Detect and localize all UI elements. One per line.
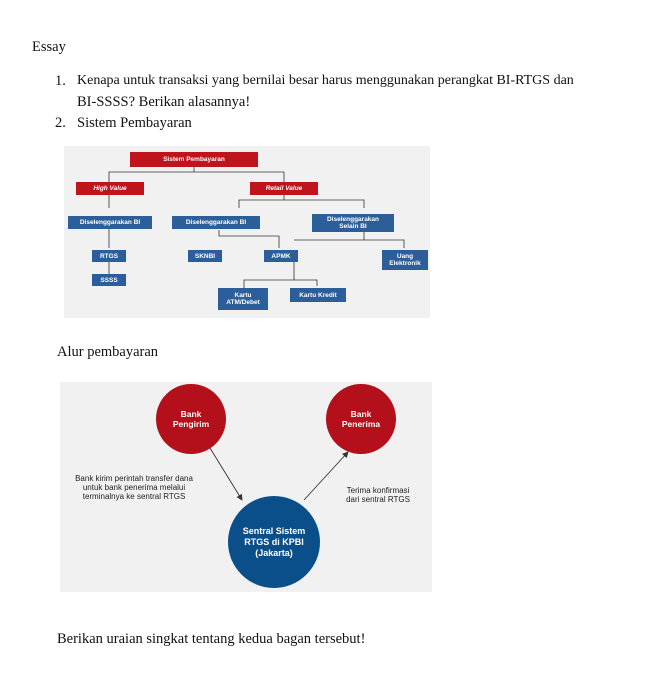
node-diselenggarakan-selain-bi: Diselenggarakan Selain BI xyxy=(312,214,394,232)
node-high-value: High Value xyxy=(76,182,144,195)
flow-arrows xyxy=(209,447,349,501)
question-2-number: 2. xyxy=(55,115,66,131)
bank-pengirim-node: Bank Pengirim xyxy=(156,384,226,454)
sentral-rtgs-node: Sentral Sistem RTGS di KPBI (Jakarta) xyxy=(228,496,320,588)
node-kartu-atm-debet: Kartu ATM/Debet xyxy=(218,288,268,310)
question-1-text: Kenapa untuk transaksi yang bernilai bes… xyxy=(77,73,574,88)
node-rtgs: RTGS xyxy=(92,250,126,262)
question-1-text-cont: BI-SSSS? Berikan alasannya! xyxy=(77,94,251,110)
node-sknbi: SKNBI xyxy=(188,250,222,262)
node-apmk: APMK xyxy=(264,250,298,262)
question-1-number: 1. xyxy=(55,73,66,89)
node-uang-elektronik: Uang Elektronik xyxy=(382,250,428,270)
flow-title: Alur pembayaran xyxy=(57,344,159,360)
section-title: Essay xyxy=(32,39,66,55)
node-ssss: SSSS xyxy=(92,274,126,286)
question-2-text: Sistem Pembayaran xyxy=(77,115,192,131)
node-diselenggarakan-bi-high: Diselenggarakan BI xyxy=(68,216,152,229)
left-flow-note: Bank kirim perintah transfer dana untuk … xyxy=(75,474,193,501)
node-sistem-pembayaran: Sistem Pembayaran xyxy=(130,152,258,167)
payment-flow-diagram: Bank Pengirim Bank Penerima Sentral Sist… xyxy=(60,382,432,592)
closing-prompt: Berikan uraian singkat tentang kedua bag… xyxy=(57,631,366,647)
node-selain-bi-line2: Selain BI xyxy=(339,223,367,230)
node-kartu-kredit: Kartu Kredit xyxy=(290,288,346,302)
bank-penerima-node: Bank Penerima xyxy=(326,384,396,454)
org-chart-connectors xyxy=(108,164,405,288)
right-flow-note: Terima konfirmasi dari sentral RTGS xyxy=(346,486,410,504)
node-retail-value: Retail Value xyxy=(250,182,318,195)
node-selain-bi-line1: Diselenggarakan xyxy=(326,216,380,223)
node-diselenggarakan-bi-retail: Diselenggarakan BI xyxy=(172,216,260,229)
payment-system-org-chart: Sistem Pembayaran High Value Retail Valu… xyxy=(64,146,430,318)
